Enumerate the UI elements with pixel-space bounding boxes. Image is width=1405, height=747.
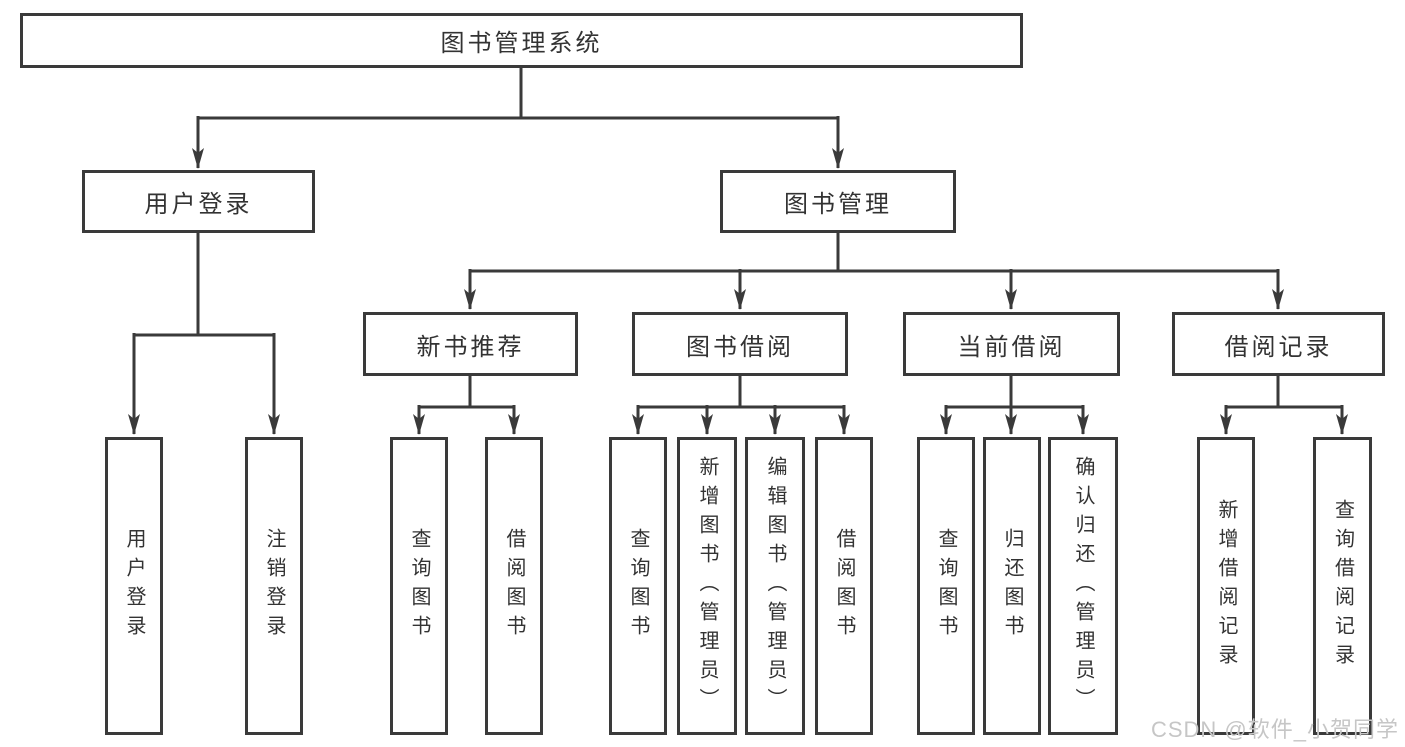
node-label: 图书借阅 xyxy=(686,333,794,361)
node-label: 归还图书 xyxy=(1001,528,1023,644)
node-label: 编辑图书（管理员） xyxy=(764,455,786,717)
node-book-management: 图书管理 xyxy=(720,170,956,233)
csdn-watermark: CSDN @软件_小贺同学 xyxy=(1150,717,1399,742)
node-label: 新增借阅记录 xyxy=(1215,499,1237,673)
leaf-query-books-recommend: 查询图书 xyxy=(390,437,448,735)
leaf-query-books-borrowing: 查询图书 xyxy=(609,437,667,735)
leaf-edit-books-admin: 编辑图书（管理员） xyxy=(745,437,805,735)
node-label: 当前借阅 xyxy=(957,333,1066,361)
node-current-borrowing: 当前借阅 xyxy=(903,312,1120,376)
leaf-confirm-return-admin: 确认归还（管理员） xyxy=(1048,437,1118,735)
node-label: 用户登录 xyxy=(144,191,253,218)
leaf-return-books: 归还图书 xyxy=(983,437,1041,735)
leaf-query-books-current: 查询图书 xyxy=(917,437,975,735)
leaf-user-login: 用户登录 xyxy=(105,437,163,735)
node-label: 查询借阅记录 xyxy=(1331,499,1354,673)
node-label: 新书推荐 xyxy=(416,333,525,361)
node-label: 新增图书（管理员） xyxy=(696,455,718,717)
node-new-book-recommend: 新书推荐 xyxy=(363,312,578,376)
node-label: 借阅图书 xyxy=(503,528,525,644)
leaf-query-borrow-record: 查询借阅记录 xyxy=(1313,437,1372,735)
node-label: 借阅记录 xyxy=(1224,333,1333,361)
node-book-borrowing: 图书借阅 xyxy=(632,312,848,376)
leaf-add-books-admin: 新增图书（管理员） xyxy=(677,437,737,735)
node-label: 查询图书 xyxy=(408,528,430,644)
leaf-borrow-books-recommend: 借阅图书 xyxy=(485,437,543,735)
node-borrowing-records: 借阅记录 xyxy=(1172,312,1385,376)
node-label: 确认归还（管理员） xyxy=(1072,455,1094,717)
node-user-login: 用户登录 xyxy=(82,170,315,233)
leaf-borrow-books-borrowing: 借阅图书 xyxy=(815,437,873,735)
node-label: 查询图书 xyxy=(935,528,957,644)
node-label: 注销登录 xyxy=(263,528,285,644)
leaf-add-borrow-record: 新增借阅记录 xyxy=(1197,437,1255,735)
node-label: 借阅图书 xyxy=(833,528,855,644)
node-label: 用户登录 xyxy=(123,528,145,644)
node-label: 查询图书 xyxy=(627,528,649,644)
node-label: 图书管理 xyxy=(784,191,892,218)
node-library-system: 图书管理系统 xyxy=(20,13,1023,68)
node-label: 图书管理系统 xyxy=(440,30,603,57)
leaf-logout-login: 注销登录 xyxy=(245,437,303,735)
